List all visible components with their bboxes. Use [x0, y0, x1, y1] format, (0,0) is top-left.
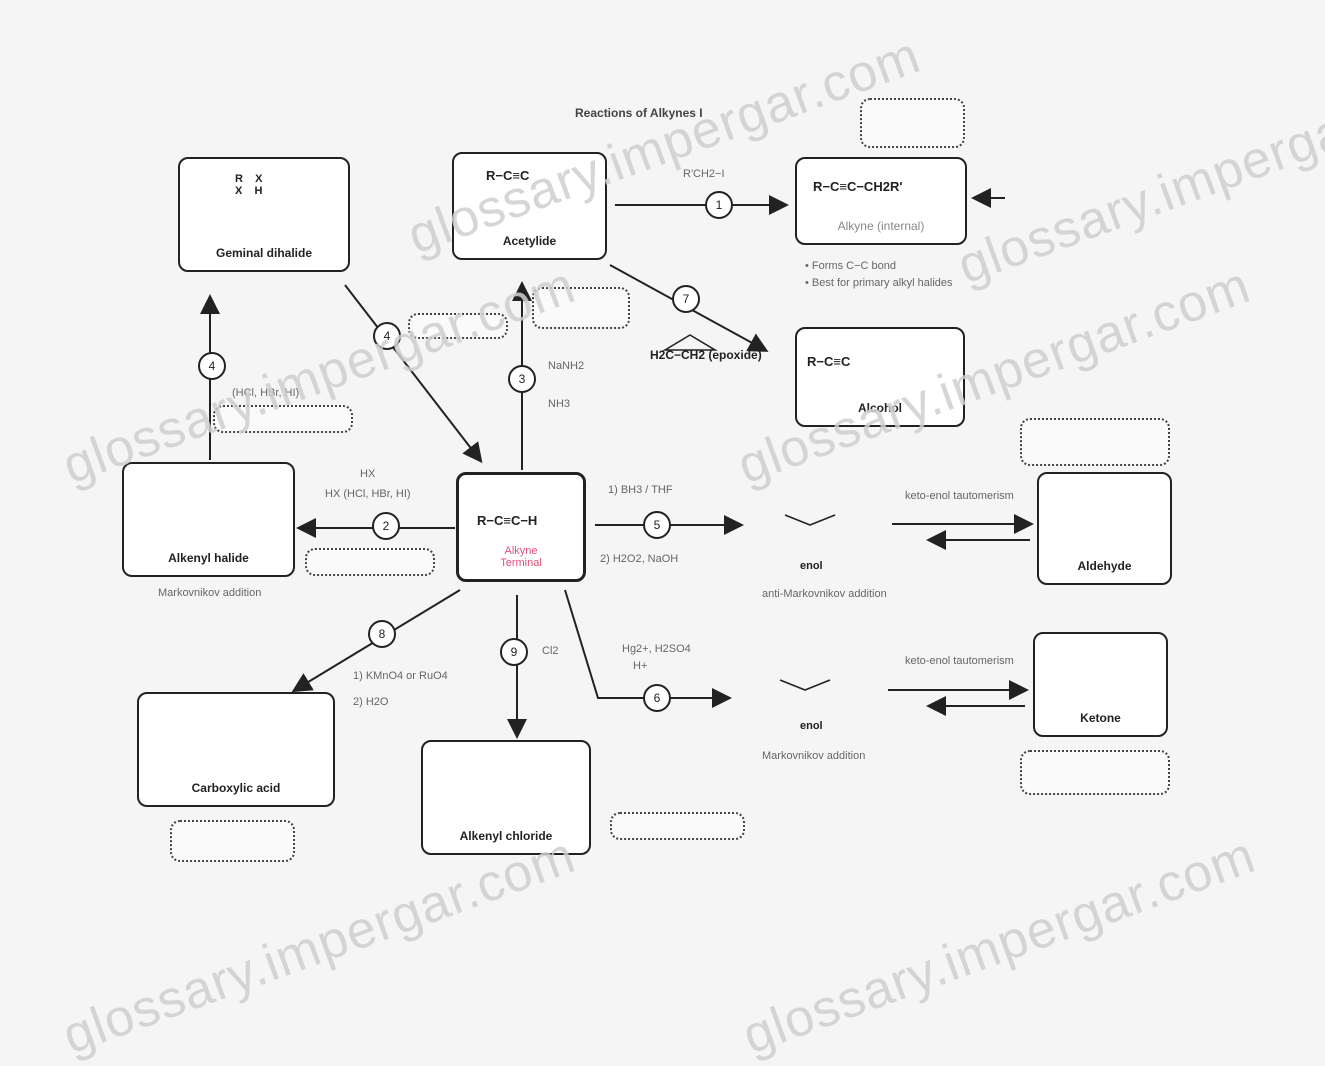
diagram-title: Reactions of Alkynes I [575, 106, 703, 120]
alcohol-label: Alcohol [858, 401, 902, 415]
geminal-label: Geminal dihalide [215, 246, 313, 260]
center-subtitle: Alkyne Terminal [459, 545, 583, 569]
step-circle-geminal: 4 [373, 322, 401, 350]
arrow-center-to-enol2 [564, 589, 732, 708]
reagent-3: NaNH2 [548, 360, 585, 372]
acetylide-label: Acetylide [502, 234, 557, 248]
reagent-6b: H+ [633, 660, 648, 672]
note-box-top-right [860, 98, 965, 148]
note-anti-markovnikov: anti-Markovnikov addition [762, 588, 887, 600]
note-box-acetylide [532, 287, 630, 329]
alkenylhalide-label: Alkenyl halide [168, 551, 249, 565]
note-box-geminal [408, 313, 508, 339]
note-markovnikov-2: Markovnikov addition [762, 750, 866, 762]
step-circle-1: 1 [705, 191, 733, 219]
reagent-5b: 2) H2O2, NaOH [600, 553, 679, 565]
enol1-sketch [784, 514, 836, 526]
note-tautomerism-1: keto-enol tautomerism [905, 490, 1014, 502]
alkenyl-halide-box: Alkenyl halide [122, 462, 295, 577]
reagent-8b: 2) H2O [353, 696, 389, 708]
note-box-alkenylchloride [610, 812, 745, 840]
alkenyl-chloride-box: Alkenyl chloride [421, 740, 591, 855]
reagent-2b: HX [360, 468, 376, 480]
step-circle-4: 4 [198, 352, 226, 380]
reagent-1: R'CH2−I [683, 168, 725, 180]
alkenylchloride-label: Alkenyl chloride [459, 829, 553, 843]
reagent-5: 1) BH3 / THF [608, 484, 673, 496]
acetylide-box: R−C≡C Acetylide [452, 152, 607, 260]
alkylated-alkyne-box: R−C≡C−CH2R' Alkyne (internal) [795, 157, 967, 245]
reagent-4: (HCl, HBr, HI) [232, 387, 300, 399]
note-box-carboxylic [170, 820, 295, 862]
alcohol-box: R−C≡C Alcohol [795, 327, 965, 427]
enol2-label: enol [800, 720, 823, 732]
aldehyde-box: Aldehyde [1037, 472, 1172, 585]
epoxide-sketch [662, 334, 718, 351]
alkylated-label: Alkyne (internal) [837, 219, 925, 233]
step-circle-7: 7 [672, 285, 700, 313]
reagent-2: HX (HCl, HBr, HI) [325, 488, 411, 500]
center-formula: R−C≡C−H [477, 513, 538, 528]
step-circle-8: 8 [368, 620, 396, 648]
carboxylic-acid-box: Carboxylic acid [137, 692, 335, 807]
enol2-sketch [779, 679, 831, 691]
step-circle-5: 5 [643, 511, 671, 539]
reagent-6: Hg2+, H2SO4 [622, 643, 691, 655]
step-circle-3: 3 [508, 365, 536, 393]
step-circle-6: 6 [643, 684, 671, 712]
step-circle-9: 9 [500, 638, 528, 666]
terminal-alkyne-box: R−C≡C−H Alkyne Terminal [456, 472, 586, 582]
arrow-geminal-to-center [344, 284, 483, 464]
alcohol-formula: R−C≡C [807, 354, 851, 369]
enol1-label: enol [800, 560, 823, 572]
step-circle-2: 2 [372, 512, 400, 540]
reagent-9: Cl2 [542, 645, 559, 657]
ketone-box: Ketone [1033, 632, 1168, 737]
note-markovnikov-1: Markovnikov addition [158, 587, 262, 599]
center-sub1: Alkyne [504, 545, 538, 557]
aldehyde-label: Aldehyde [1077, 559, 1132, 573]
acetylide-formula: R−C≡C [486, 168, 530, 183]
reagent-3b: NH3 [548, 398, 571, 410]
alkylated-formula: R−C≡C−CH2R' [813, 179, 903, 194]
reagent-8: 1) KMnO4 or RuO4 [353, 670, 448, 682]
note-primary: • Best for primary alkyl halides [805, 277, 953, 289]
ketone-label: Ketone [1080, 711, 1121, 725]
note-box-hx [213, 405, 353, 433]
note-box-aldehyde [1020, 418, 1170, 466]
reagent-7: H2C−CH2 (epoxide) [650, 348, 762, 362]
note-box-alkenylhalide [305, 548, 435, 576]
center-sub2: Terminal [500, 557, 542, 569]
note-cc-bond: • Forms C−C bond [805, 260, 896, 272]
note-tautomerism-2: keto-enol tautomerism [905, 655, 1014, 667]
reaction-diagram: Reactions of Alkynes I [55, 26, 1325, 1065]
carboxylic-label: Carboxylic acid [191, 781, 281, 795]
note-box-ketone [1020, 750, 1170, 795]
